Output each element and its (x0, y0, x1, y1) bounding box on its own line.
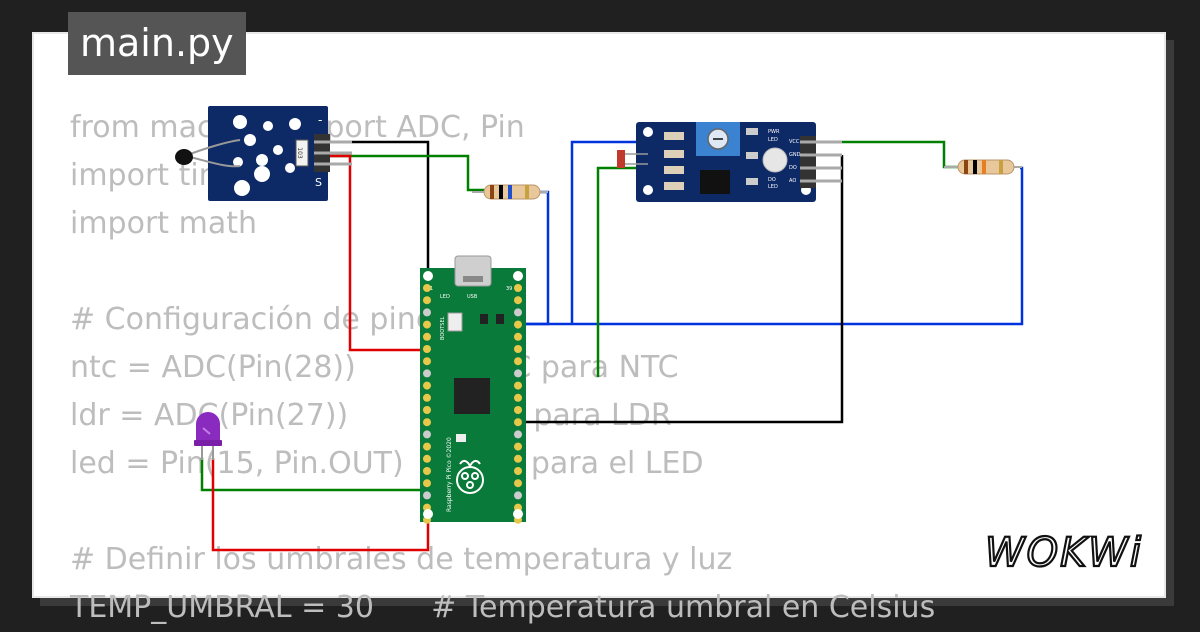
pico-pin-pad[interactable] (514, 284, 522, 292)
pico-pin-pad[interactable] (514, 345, 522, 353)
file-tab[interactable]: main.py (68, 12, 246, 75)
pico-pin-pad[interactable] (514, 406, 522, 414)
resistor-1[interactable] (472, 184, 548, 200)
wire-ntc-red-top (330, 154, 352, 168)
led-purple[interactable] (194, 412, 222, 460)
pico-pin-pad[interactable] (423, 381, 431, 390)
wokwi-logo: WOKWi (984, 529, 1143, 577)
pico-pin39-label: 39 (506, 286, 512, 292)
pico-pin-pad[interactable] (514, 308, 522, 317)
pico-pin-pad[interactable] (514, 467, 522, 475)
pico-pin-pad[interactable] (514, 442, 522, 451)
code-line: # Definir los umbrales de temperatura y … (70, 542, 733, 577)
raspberry-logo-icon (456, 459, 484, 494)
pico-pin-pad[interactable] (423, 345, 431, 353)
pico-pin-pad[interactable] (423, 491, 431, 500)
pico-pin-pad[interactable] (423, 369, 431, 378)
pico-pin-pad[interactable] (514, 418, 522, 427)
wire-led-anode-green (200, 458, 428, 492)
pico-pin-pad[interactable] (423, 454, 431, 463)
pico-pin-pad[interactable] (514, 430, 522, 439)
pico-pin-pad[interactable] (423, 393, 431, 402)
pico-pin-pad[interactable] (423, 357, 431, 366)
bootsel-button[interactable] (447, 312, 463, 332)
pico-pin1-label: 1 (430, 286, 433, 292)
ldr-pwr-label: PWR (768, 129, 780, 135)
ldr-gnd-pin-label: GND (789, 152, 801, 158)
pico-pin-pad[interactable] (423, 296, 431, 305)
pico-silkscreen: Raspberry Pi Pico ©2020 (446, 437, 453, 512)
ldr-led-label: LED (768, 137, 778, 143)
code-line: TEMP_UMBRAL = 30 # Temperatura umbral en… (70, 590, 936, 625)
ntc-minus-label: - (318, 113, 322, 127)
pico-pin-pad[interactable] (423, 332, 431, 341)
ntc-sensor-module[interactable]: 103 - S (175, 106, 352, 201)
pico-pin-pad[interactable] (514, 357, 522, 366)
pico-pin-pad[interactable] (423, 406, 431, 414)
pico-pin-pad[interactable] (514, 479, 522, 488)
code-line: import math (70, 206, 257, 241)
raspberry-pi-pico-board[interactable]: LED USB 1 39 BOOTSEL Raspberry Pi Pico ©… (420, 255, 526, 524)
pico-pin-pad[interactable] (423, 442, 431, 451)
pico-pin-pad[interactable] (514, 296, 522, 305)
wire-ldr-gnd-black (512, 155, 844, 424)
pico-pin-pad[interactable] (423, 467, 431, 475)
pico-pin-pad[interactable] (423, 430, 431, 439)
ntc-resistor-label: 103 (296, 147, 303, 159)
pico-pin-pad[interactable] (423, 479, 431, 488)
wire-ntc-gnd-black (330, 140, 430, 304)
resistor-2[interactable] (944, 159, 1022, 175)
pico-left-pads (423, 284, 431, 524)
pico-pin-pad[interactable] (514, 454, 522, 463)
rp2040-chip (454, 378, 490, 414)
pico-right-pads (514, 284, 522, 524)
ldr-do-pin-label: DO (789, 165, 797, 171)
photoresistor-icon (617, 150, 625, 168)
pico-pin-pad[interactable] (423, 284, 431, 292)
ntc-s-label: S (315, 176, 322, 189)
pico-bootsel-label: BOOTSEL (440, 316, 446, 340)
pico-led-label: LED (440, 294, 450, 300)
pico-pin-pad[interactable] (514, 393, 522, 402)
pico-usb-label: USB (467, 294, 478, 300)
pico-pin-pad[interactable] (423, 308, 431, 317)
ldr-do-led-label-2: LED (768, 184, 778, 190)
pico-pin-pad[interactable] (514, 320, 522, 329)
pico-pin-pad[interactable] (514, 491, 522, 500)
ldr-vcc-pin-label: VCC (789, 139, 800, 145)
pico-pin-pad[interactable] (514, 381, 522, 390)
pico-pin-pad[interactable] (423, 320, 431, 329)
wokwi-logo-text: WOKWi (985, 530, 1143, 576)
ldr-do-led-label: DO (768, 177, 776, 183)
pico-pin-pad[interactable] (514, 369, 522, 378)
wire-ntc-signal-green (330, 154, 484, 192)
wire-ldr-green-right (842, 140, 958, 169)
ldr-ao-pin-label: AO (789, 178, 796, 184)
ldr-sensor-module[interactable]: PWR LED DO LED VCC GND DO AO (617, 122, 842, 202)
thermistor-icon (175, 149, 193, 165)
wire-led-cathode-red (211, 458, 430, 552)
pico-pin-pad[interactable] (423, 418, 431, 427)
wires (200, 140, 1024, 552)
pico-pin-pad[interactable] (514, 332, 522, 341)
